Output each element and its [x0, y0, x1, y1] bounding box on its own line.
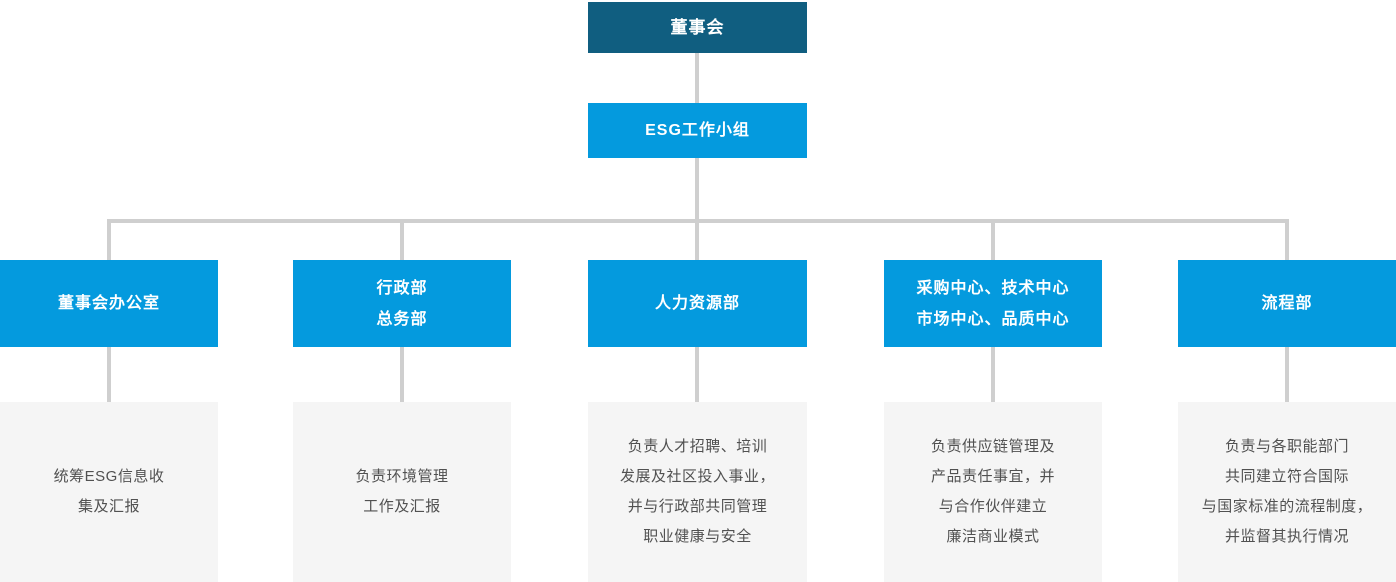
connector-horizontal-bus [107, 219, 1289, 223]
connector-drop-admin [400, 223, 404, 260]
desc-board-office-text: 统筹ESG信息收 集及汇报 [53, 468, 165, 515]
org-node-process: 流程部 [1178, 260, 1396, 347]
org-node-hr-label: 人力资源部 [654, 295, 740, 312]
connector-desc-hr [695, 347, 699, 402]
desc-centers: 负责供应链管理及 产品责任事宜，并 与合作伙伴建立 廉洁商业模式 [884, 402, 1102, 582]
org-node-board-office-label: 董事会办公室 [57, 295, 160, 312]
org-node-hr: 人力资源部 [588, 260, 807, 347]
org-node-board-label: 董事会 [670, 18, 725, 37]
connector-drop-process [1285, 223, 1289, 260]
connector-desc-board-office [107, 347, 111, 402]
connector-desc-centers [991, 347, 995, 402]
desc-board-office: 统筹ESG信息收 集及汇报 [0, 402, 218, 582]
desc-process-text: 负责与各职能部门 共同建立符合国际 与国家标准的流程制度， 并监督其执行情况 [1201, 438, 1373, 545]
desc-admin-general: 负责环境管理 工作及汇报 [293, 402, 511, 582]
desc-centers-text: 负责供应链管理及 产品责任事宜，并 与合作伙伴建立 廉洁商业模式 [930, 438, 1055, 545]
org-node-centers: 采购中心、技术中心 市场中心、品质中心 [884, 260, 1102, 347]
org-node-centers-label: 采购中心、技术中心 市场中心、品质中心 [916, 279, 1070, 328]
org-node-admin-general: 行政部 总务部 [293, 260, 511, 347]
org-node-esg-group-label: ESG工作小组 [645, 122, 750, 139]
connector-drop-board-office [107, 223, 111, 260]
connector-desc-process [1285, 347, 1289, 402]
desc-admin-general-text: 负责环境管理 工作及汇报 [355, 468, 449, 515]
connector-desc-admin [400, 347, 404, 402]
org-node-board: 董事会 [588, 2, 807, 53]
connector-root-to-esg [695, 53, 699, 103]
connector-esg-to-bus [695, 158, 699, 219]
connector-drop-hr [695, 223, 699, 260]
desc-process: 负责与各职能部门 共同建立符合国际 与国家标准的流程制度， 并监督其执行情况 [1178, 402, 1396, 582]
org-node-admin-general-label: 行政部 总务部 [376, 279, 428, 328]
desc-hr: 负责人才招聘、培训 发展及社区投入事业， 并与行政部共同管理 职业健康与安全 [588, 402, 807, 582]
connector-drop-centers [991, 223, 995, 260]
org-node-esg-group: ESG工作小组 [588, 103, 807, 158]
org-node-process-label: 流程部 [1261, 295, 1313, 312]
desc-hr-text: 负责人才招聘、培训 发展及社区投入事业， 并与行政部共同管理 职业健康与安全 [619, 438, 775, 545]
org-node-board-office: 董事会办公室 [0, 260, 218, 347]
